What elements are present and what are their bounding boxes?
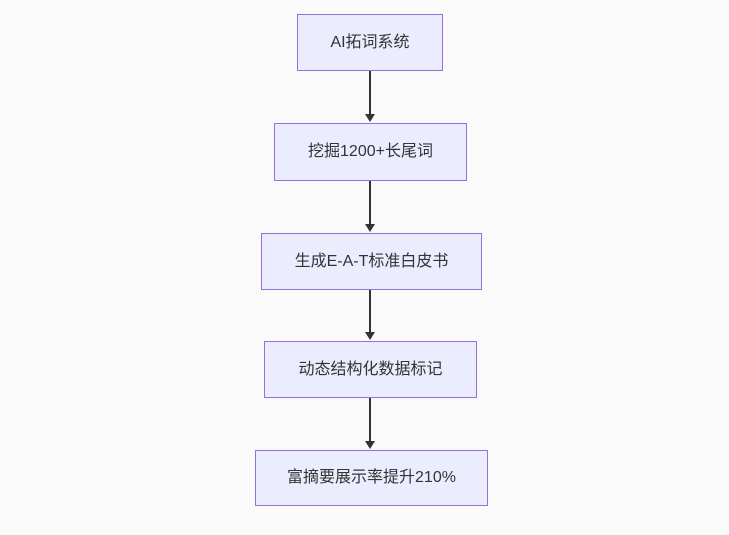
arrow-line bbox=[369, 71, 371, 114]
arrow-line bbox=[369, 181, 371, 224]
arrow-line bbox=[369, 290, 371, 332]
arrowhead-down-icon bbox=[365, 441, 375, 449]
flow-node-label: 动态结构化数据标记 bbox=[298, 360, 443, 378]
flow-node-eat-whitepaper: 生成E-A-T标准白皮书 bbox=[261, 233, 482, 290]
flow-arrow-down bbox=[364, 181, 376, 232]
flow-arrow-down bbox=[364, 290, 376, 340]
flow-node-label: AI拓词系统 bbox=[330, 33, 410, 51]
flow-node-label: 挖掘1200+长尾词 bbox=[308, 143, 433, 161]
flow-arrow-down bbox=[364, 398, 376, 449]
flow-node-ai-word-expansion: AI拓词系统 bbox=[297, 14, 443, 71]
flow-node-rich-snippet-rate: 富摘要展示率提升210% bbox=[255, 450, 488, 506]
flow-arrow-down bbox=[364, 71, 376, 122]
flow-node-label: 富摘要展示率提升210% bbox=[287, 469, 456, 487]
arrowhead-down-icon bbox=[365, 224, 375, 232]
arrowhead-down-icon bbox=[365, 114, 375, 122]
flow-node-structured-data-markup: 动态结构化数据标记 bbox=[264, 341, 477, 398]
flow-node-label: 生成E-A-T标准白皮书 bbox=[294, 252, 449, 270]
arrowhead-down-icon bbox=[365, 332, 375, 340]
arrow-line bbox=[369, 398, 371, 441]
flow-node-longtail-keywords: 挖掘1200+长尾词 bbox=[274, 123, 467, 181]
